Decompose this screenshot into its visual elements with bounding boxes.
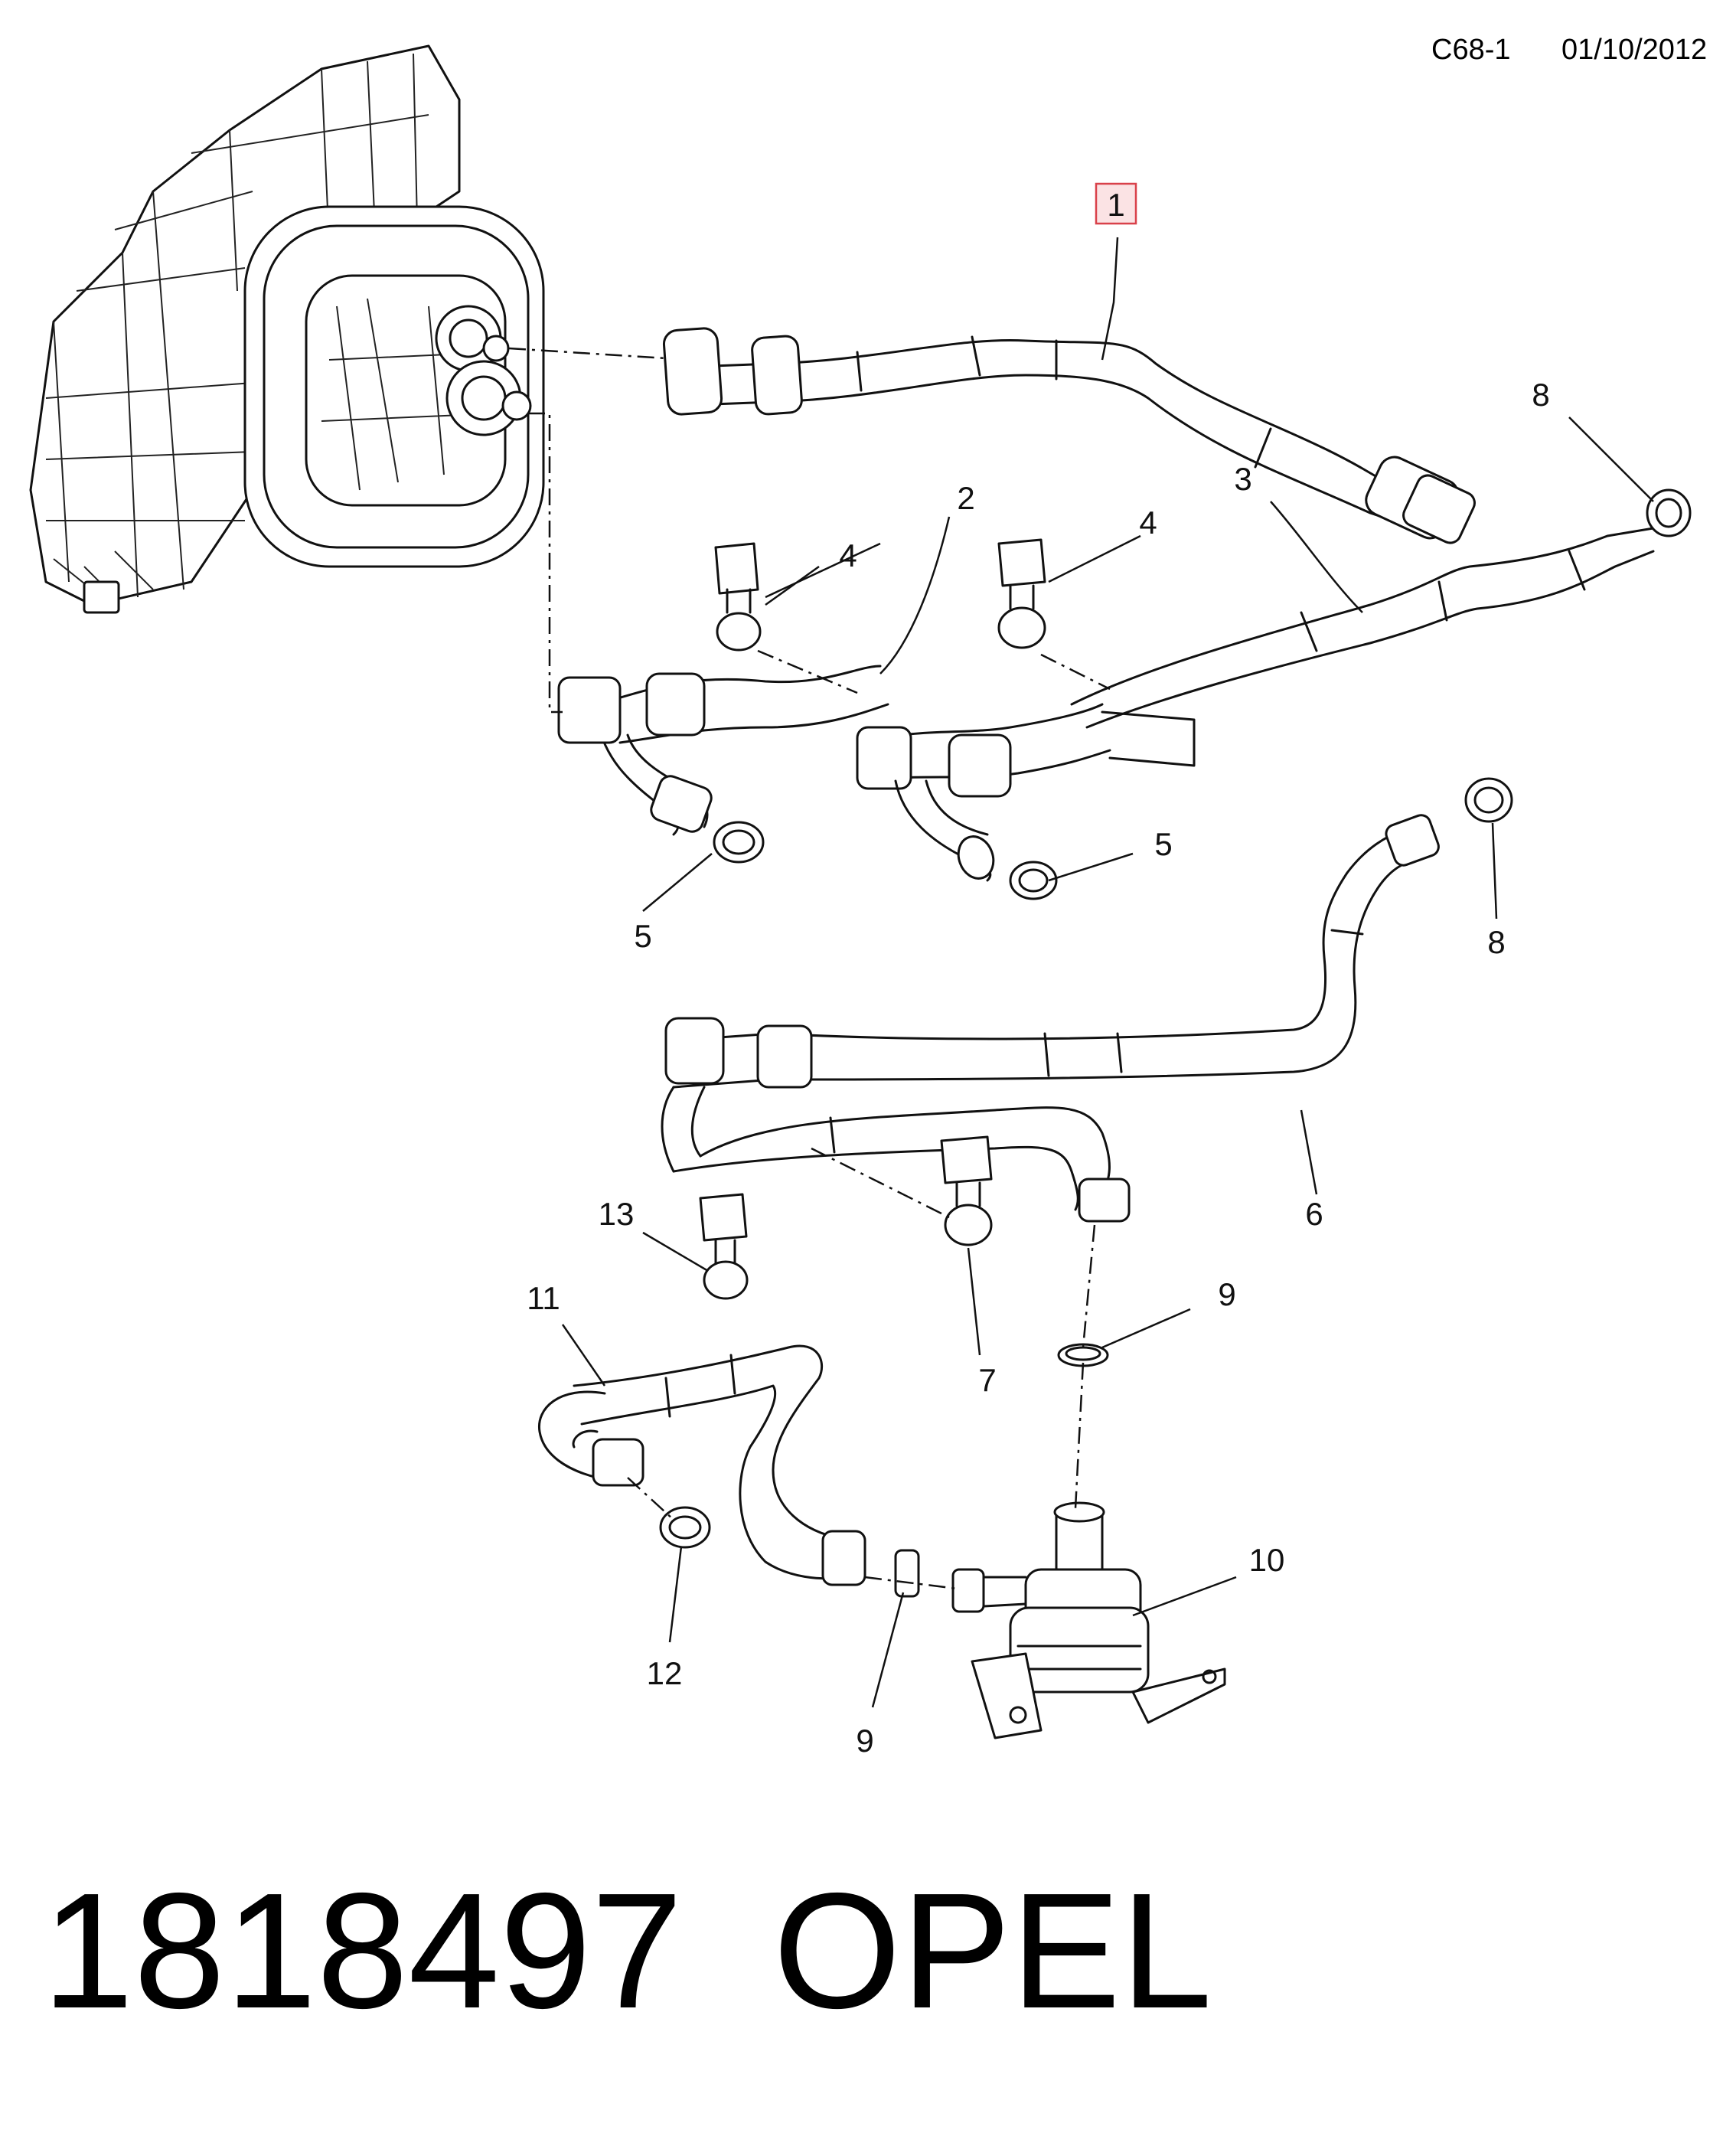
callout-5-right: 5 [1154,826,1172,862]
callout-9-lower: 9 [856,1723,873,1759]
hose-3-tee [856,703,1196,882]
pump-10 [951,1501,1226,1739]
callouts: 1 2 3 4 4 5 5 6 7 8 8 9 9 10 11 12 13 [527,182,1550,1759]
callout-10: 10 [1249,1542,1285,1578]
hose-2 [557,665,889,836]
clips [659,488,1692,1598]
callout-8-mid: 8 [1487,924,1505,960]
callout-2: 2 [957,480,974,516]
diagram-date: 01/10/2012 [1561,34,1708,66]
brand-name: OPEL [773,1858,1212,2043]
callout-6: 6 [1305,1196,1323,1232]
callout-1: 1 [1107,187,1124,223]
callout-1-highlight-box [1095,182,1137,225]
heater-module [29,44,545,614]
callout-13: 13 [599,1196,635,1232]
callout-3: 3 [1234,461,1251,497]
diagram-code: C68-1 [1431,34,1511,66]
hose-11 [537,1344,866,1586]
callout-11: 11 [527,1280,560,1316]
hose-3 [1070,527,1655,729]
callout-7: 7 [978,1362,996,1398]
callout-8-top: 8 [1532,377,1549,413]
leader-lines [561,237,1654,1708]
callout-4-left: 4 [839,537,857,573]
callout-4-right: 4 [1139,505,1157,541]
hose-1 [662,327,1476,544]
part-number: 1818497 [42,1858,684,2043]
callout-12: 12 [647,1655,683,1691]
assembly-lines [508,347,1111,1590]
callout-5-left: 5 [634,918,651,954]
hose-6 [661,814,1440,1223]
callout-9-upper: 9 [1218,1276,1235,1312]
